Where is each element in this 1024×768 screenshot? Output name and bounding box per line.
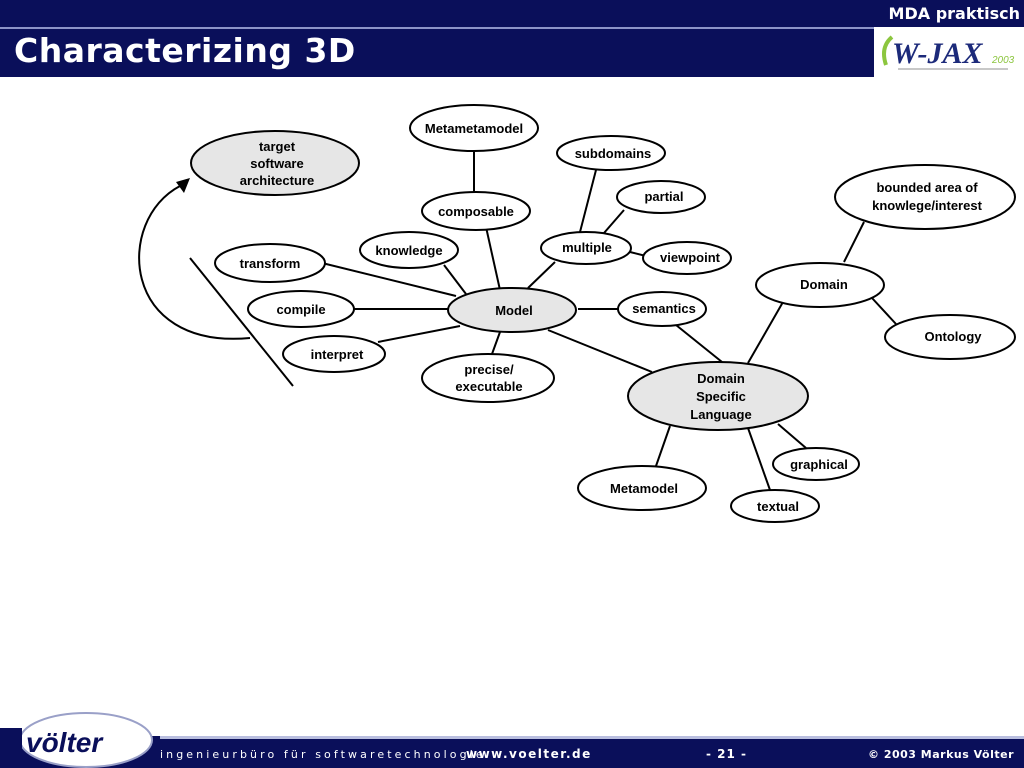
- label-viewpoint: viewpoint: [660, 250, 721, 265]
- label-dsl-domain: Domain: [697, 371, 745, 386]
- node-composable: [421, 191, 531, 231]
- node-knowledge: [359, 231, 459, 269]
- connector-lines: [189, 151, 897, 491]
- page-number: - 21 -: [706, 747, 748, 761]
- footer-divider: [0, 736, 1024, 739]
- label-transform: transform: [240, 256, 301, 271]
- node-compile: [247, 290, 355, 328]
- label-executable: executable: [455, 379, 522, 394]
- label-compile: compile: [276, 302, 325, 317]
- node-viewpoint: [642, 241, 732, 275]
- label-metamodel: Metamodel: [610, 481, 678, 496]
- voelter-logo: völter: [0, 712, 160, 768]
- label-graphical: graphical: [790, 457, 848, 472]
- node-domain: [755, 262, 885, 308]
- label-knowlege-interest: knowlege/interest: [872, 198, 982, 213]
- label-partial: partial: [644, 189, 683, 204]
- label-metametamodel: Metametamodel: [425, 121, 523, 136]
- slide-footer: [0, 736, 1024, 768]
- node-ontology: [884, 314, 1016, 360]
- label-multiple: multiple: [562, 240, 612, 255]
- node-transform: [214, 243, 326, 283]
- label-subdomains: subdomains: [575, 146, 652, 161]
- arrow-head: [176, 178, 190, 193]
- label-interpret: interpret: [311, 347, 364, 362]
- node-interpret: [282, 335, 386, 373]
- node-model: [447, 287, 577, 333]
- node-target-architecture: [190, 130, 360, 196]
- wjax-logo-graphic: W-JAX 2003: [882, 35, 1015, 70]
- node-graphical: [772, 447, 860, 481]
- node-partial: [616, 180, 706, 214]
- footer-tagline: ingenieurbüro für softwaretechnologie: [160, 748, 486, 761]
- label-precise: precise/: [464, 362, 514, 377]
- label-composable: composable: [438, 204, 514, 219]
- concept-map: target software architecture Metametamod…: [138, 104, 1016, 523]
- label-dsl-language: Language: [690, 407, 751, 422]
- wjax-logo-text: W-JAX: [892, 37, 984, 70]
- footer-copyright: © 2003 Markus Völter: [868, 748, 1014, 761]
- label-knowledge: knowledge: [375, 243, 442, 258]
- label-dsl-specific: Specific: [696, 389, 746, 404]
- footer-website-link[interactable]: www.voelter.de: [466, 747, 592, 761]
- label-domain: Domain: [800, 277, 848, 292]
- section-label: MDA praktisch: [888, 4, 1020, 23]
- label-ontology: Ontology: [924, 329, 982, 344]
- node-precise-executable: [421, 353, 555, 403]
- label-bounded-area: bounded area of: [876, 180, 978, 195]
- node-shapes: [190, 104, 1016, 523]
- label-textual: textual: [757, 499, 799, 514]
- slide-header: [0, 0, 1024, 77]
- label-software: software: [250, 156, 303, 171]
- header-divider: [0, 27, 874, 29]
- wjax-logo-year: 2003: [991, 55, 1015, 66]
- feedback-arrow: [138, 185, 251, 340]
- node-multiple: [540, 231, 632, 265]
- node-subdomains: [556, 135, 666, 171]
- node-textual: [730, 489, 820, 523]
- wjax-logo: W-JAX 2003: [874, 27, 1024, 77]
- node-semantics: [617, 291, 707, 327]
- node-metametamodel: [409, 104, 539, 152]
- label-target: target: [259, 139, 296, 154]
- node-bounded-area: [834, 164, 1016, 230]
- label-semantics: semantics: [632, 301, 696, 316]
- slide-title: Characterizing 3D: [14, 31, 356, 70]
- voelter-logo-text: völter: [26, 727, 104, 758]
- node-dsl: [627, 361, 809, 431]
- node-metamodel: [577, 465, 707, 511]
- label-model: Model: [495, 303, 533, 318]
- node-labels: target software architecture Metametamod…: [240, 121, 983, 514]
- label-architecture: architecture: [240, 173, 314, 188]
